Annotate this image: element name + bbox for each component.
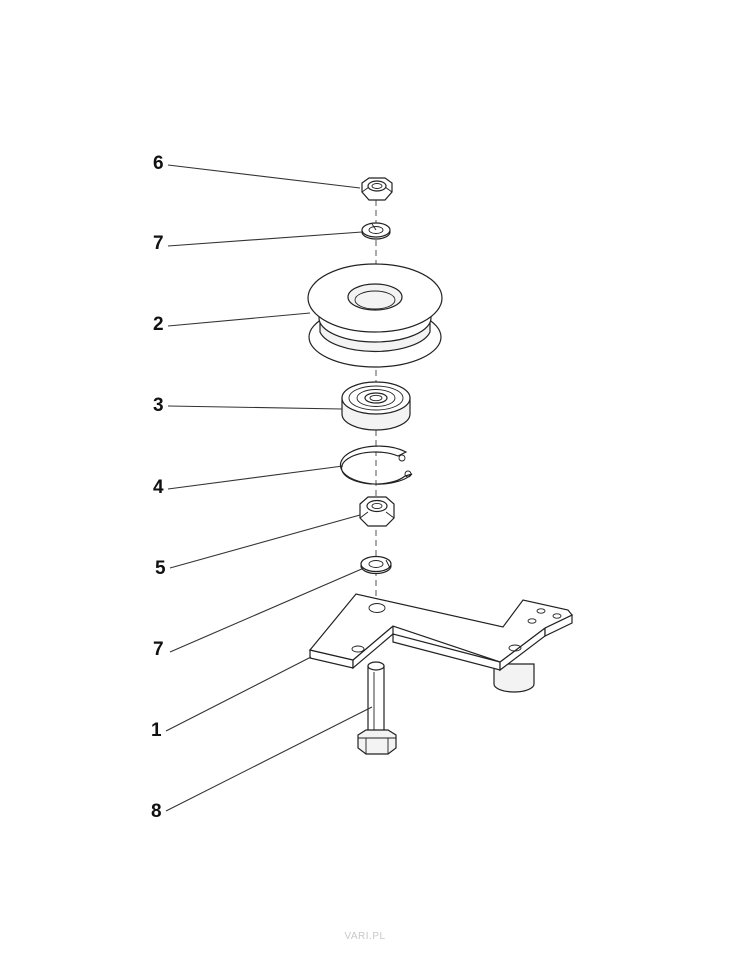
- watermark: VARI.PL: [344, 931, 386, 942]
- hex-nut-middle: [359, 496, 395, 527]
- leader-2: [167, 312, 311, 327]
- callout-6: 6: [153, 153, 164, 174]
- washer-middle: [360, 555, 392, 575]
- callout-7-top: 7: [153, 233, 164, 254]
- callout-5: 5: [155, 558, 166, 579]
- callout-4: 4: [153, 477, 164, 498]
- callout-8: 8: [151, 801, 162, 822]
- callout-1: 1: [151, 720, 162, 741]
- leader-lines: [165, 164, 373, 812]
- leader-8: [165, 706, 373, 812]
- bearing: [341, 381, 411, 431]
- leader-7-middle: [169, 567, 365, 653]
- pulley: [307, 263, 443, 368]
- leader-4: [167, 465, 344, 490]
- leader-3: [167, 405, 343, 410]
- callout-7-middle: 7: [153, 639, 164, 660]
- callout-2: 2: [153, 314, 164, 335]
- washer-top: [361, 222, 391, 240]
- leader-6: [167, 164, 361, 189]
- leader-5: [169, 514, 361, 569]
- mounting-bracket: [308, 593, 573, 693]
- callout-labels: 6 7 2 3 4 5 7 1 8: [151, 153, 166, 822]
- callout-3: 3: [153, 395, 164, 416]
- circlip: [339, 445, 413, 485]
- hex-nut-top: [361, 177, 393, 201]
- leader-1: [165, 656, 312, 732]
- bolt: [357, 661, 397, 755]
- leader-7-top: [167, 231, 363, 247]
